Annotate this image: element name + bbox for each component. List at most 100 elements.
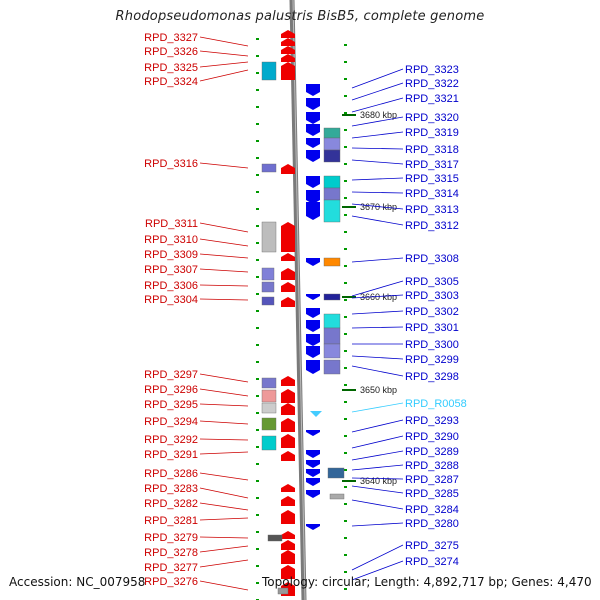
gene-label[interactable]: RPD_3311 [145, 218, 198, 230]
gene-label[interactable]: RPD_3302 [405, 306, 459, 318]
gene-label[interactable]: RPD_3326 [144, 46, 198, 58]
genome-title: Rhodopseudomonas palustris BisB5, comple… [115, 9, 485, 24]
gene-label[interactable]: RPD_3321 [405, 93, 459, 105]
leader-line [351, 97, 404, 113]
scale-tick [256, 531, 259, 533]
leader-line [351, 116, 404, 127]
leader-line [351, 499, 404, 510]
gene-label[interactable]: RPD_3284 [405, 504, 459, 516]
gene-label[interactable]: RPD_3296 [144, 384, 198, 396]
gene-label[interactable]: RPD_3292 [144, 434, 198, 446]
scale-tick [344, 265, 347, 267]
gene-label[interactable]: RPD_3305 [405, 276, 459, 288]
scale-tick [256, 276, 259, 278]
gene-label[interactable]: RPD_3293 [405, 415, 459, 427]
scale-tick [256, 310, 259, 312]
leader-line [199, 69, 249, 82]
leader-line [199, 373, 249, 383]
gene-label[interactable]: RPD_3322 [405, 78, 459, 90]
gene-label[interactable]: RPD_3307 [144, 264, 198, 276]
gene-label[interactable]: RPD_3323 [405, 64, 459, 76]
scale-tick [344, 163, 347, 165]
gene-label[interactable]: RPD_3278 [144, 547, 198, 559]
forward-gene-arrow [281, 540, 295, 550]
leader-line [351, 159, 404, 165]
gene-label[interactable]: RPD_3286 [144, 468, 198, 480]
gene-label[interactable]: RPD_3274 [405, 556, 459, 568]
gene-label[interactable]: RPD_3315 [405, 173, 459, 185]
gene-label[interactable]: RPD_3303 [405, 290, 459, 302]
scale-tick [256, 429, 259, 431]
leader-line [199, 298, 249, 301]
gene-label[interactable]: RPD_R0058 [405, 398, 467, 410]
leader-line [351, 485, 404, 494]
gene-label[interactable]: RPD_3310 [144, 234, 198, 246]
gene-label[interactable]: RPD_3285 [405, 488, 459, 500]
feature-box [323, 359, 341, 375]
gene-label[interactable]: RPD_3301 [405, 322, 459, 334]
gene-label[interactable]: RPD_3276 [144, 576, 198, 588]
gene-label[interactable]: RPD_3324 [144, 76, 198, 88]
leader-line [351, 419, 404, 433]
gene-label[interactable]: RPD_3316 [144, 158, 198, 170]
gene-label[interactable]: RPD_3320 [405, 112, 459, 124]
forward-gene-arrow [281, 253, 295, 261]
gene-label[interactable]: RPD_3306 [144, 280, 198, 292]
gene-label[interactable]: RPD_3290 [405, 431, 459, 443]
scale-tick [256, 208, 259, 210]
feature-box [323, 343, 341, 359]
scale-tick [344, 282, 347, 284]
leader-line [351, 131, 404, 139]
topology-text: Topology: circular; Length: 4,892,717 bp… [262, 575, 592, 589]
leader-line [199, 253, 249, 259]
gene-label[interactable]: RPD_3308 [405, 253, 459, 265]
scale-tick [256, 497, 259, 499]
scale-tick [344, 78, 347, 80]
reverse-gene-arrow [306, 308, 320, 318]
gene-label[interactable]: RPD_3327 [144, 32, 198, 44]
reverse-gene-arrow [306, 202, 320, 220]
gene-label[interactable]: RPD_3283 [144, 483, 198, 495]
feature-box [323, 327, 341, 345]
gene-label[interactable]: RPD_3288 [405, 460, 459, 472]
gene-label[interactable]: RPD_3304 [144, 294, 198, 306]
gene-label[interactable]: RPD_3280 [405, 518, 459, 530]
reverse-gene-arrow [306, 320, 320, 332]
scale-tick [256, 89, 259, 91]
gene-label[interactable]: RPD_3295 [144, 399, 198, 411]
reverse-gene-arrow [306, 478, 320, 486]
gene-label[interactable]: RPD_3312 [405, 220, 459, 232]
forward-gene-arrow [281, 54, 295, 62]
gene-label[interactable]: RPD_3289 [405, 446, 459, 458]
reverse-gene-arrow [306, 258, 320, 266]
scale-tick [344, 503, 347, 505]
gene-label[interactable]: RPD_3313 [405, 204, 459, 216]
reverse-gene-arrow [306, 334, 320, 346]
scale-tick [256, 565, 259, 567]
gene-label[interactable]: RPD_3277 [144, 562, 198, 574]
gene-label[interactable]: RPD_3314 [405, 188, 459, 200]
gene-label[interactable]: RPD_3318 [405, 144, 459, 156]
gene-label[interactable]: RPD_3298 [405, 371, 459, 383]
scale-tick [256, 191, 259, 193]
gene-label[interactable]: RPD_3294 [144, 416, 198, 428]
gene-label[interactable]: RPD_3319 [405, 127, 459, 139]
gene-label[interactable]: RPD_3287 [405, 474, 459, 486]
gene-label[interactable]: RPD_3281 [144, 515, 198, 527]
scale-tick [344, 44, 347, 46]
feature-box [261, 221, 277, 253]
gene-label[interactable]: RPD_3299 [405, 354, 459, 366]
gene-label[interactable]: RPD_3297 [144, 369, 198, 381]
gene-label[interactable]: RPD_3309 [144, 249, 198, 261]
gene-label[interactable]: RPD_3275 [405, 540, 459, 552]
gene-label[interactable]: RPD_3300 [405, 339, 459, 351]
feature-box [323, 149, 341, 163]
gene-label[interactable]: RPD_3291 [144, 449, 198, 461]
gene-label[interactable]: RPD_3317 [405, 159, 459, 171]
forward-gene-arrow [281, 282, 295, 292]
scale-tick [256, 157, 259, 159]
gene-label[interactable]: RPD_3279 [144, 532, 198, 544]
gene-label[interactable]: RPD_3282 [144, 498, 198, 510]
gene-label[interactable]: RPD_3325 [144, 62, 198, 74]
